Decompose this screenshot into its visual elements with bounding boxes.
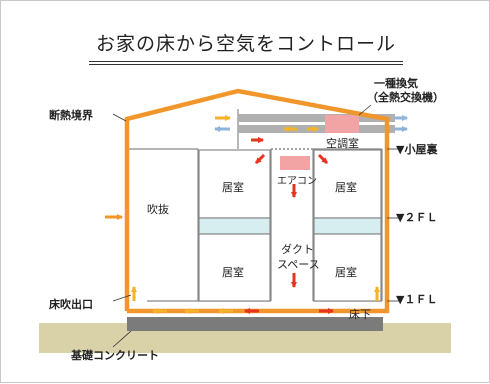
duct-upper — [238, 114, 395, 122]
attic-level-label: ▼小屋裏 — [396, 143, 438, 156]
vent-type-label: 一種換気 — [374, 77, 418, 90]
title-underline — [89, 61, 403, 62]
floor-outlet-label: 床吹出口 — [49, 298, 93, 311]
page-title: お家の床から空気をコントロール — [95, 33, 396, 55]
duct-space-label: ダクト — [281, 243, 314, 256]
leader-outlet — [112, 294, 132, 302]
heat-exchanger-unit — [325, 115, 359, 133]
insulation-boundary-line — [124, 88, 390, 314]
floor-glass-left — [198, 217, 271, 235]
leader-foundation — [112, 330, 132, 348]
foundation-label: 基礎コンクリート — [71, 349, 159, 362]
room-lower-left — [198, 233, 271, 302]
insulation-boundary-label: 断熱境界 — [49, 109, 93, 122]
aircon-unit — [280, 156, 310, 170]
duct-space-label-2: スペース — [277, 258, 320, 271]
title-underline-2 — [89, 64, 403, 65]
room-lower-right — [313, 233, 382, 302]
room-lower-right-label: 居室 — [335, 266, 357, 279]
floor1-level-label: ▼１ＦＬ — [396, 293, 438, 306]
room-lower-left-label: 居室 — [222, 266, 244, 279]
arrow-red-2 — [254, 153, 266, 165]
floor-glass-right — [313, 217, 382, 235]
ac-room-label: 空調室 — [326, 137, 359, 150]
floor2-level-label: ▼２ＦＬ — [396, 211, 438, 224]
vent-type-sub-label: （全熱交換機） — [367, 91, 444, 104]
room-upper-left-label: 居室 — [222, 181, 244, 194]
leader-vent — [358, 104, 372, 116]
foundation-slab — [127, 317, 383, 331]
room-upper-right-label: 居室 — [335, 181, 357, 194]
leader-insulation — [112, 113, 127, 122]
aircon-label: エアコン — [277, 176, 317, 187]
arrow-red-3 — [317, 153, 329, 165]
fukinuke-label: 吹抜 — [147, 203, 169, 216]
under-floor-label: 床下 — [349, 308, 371, 321]
